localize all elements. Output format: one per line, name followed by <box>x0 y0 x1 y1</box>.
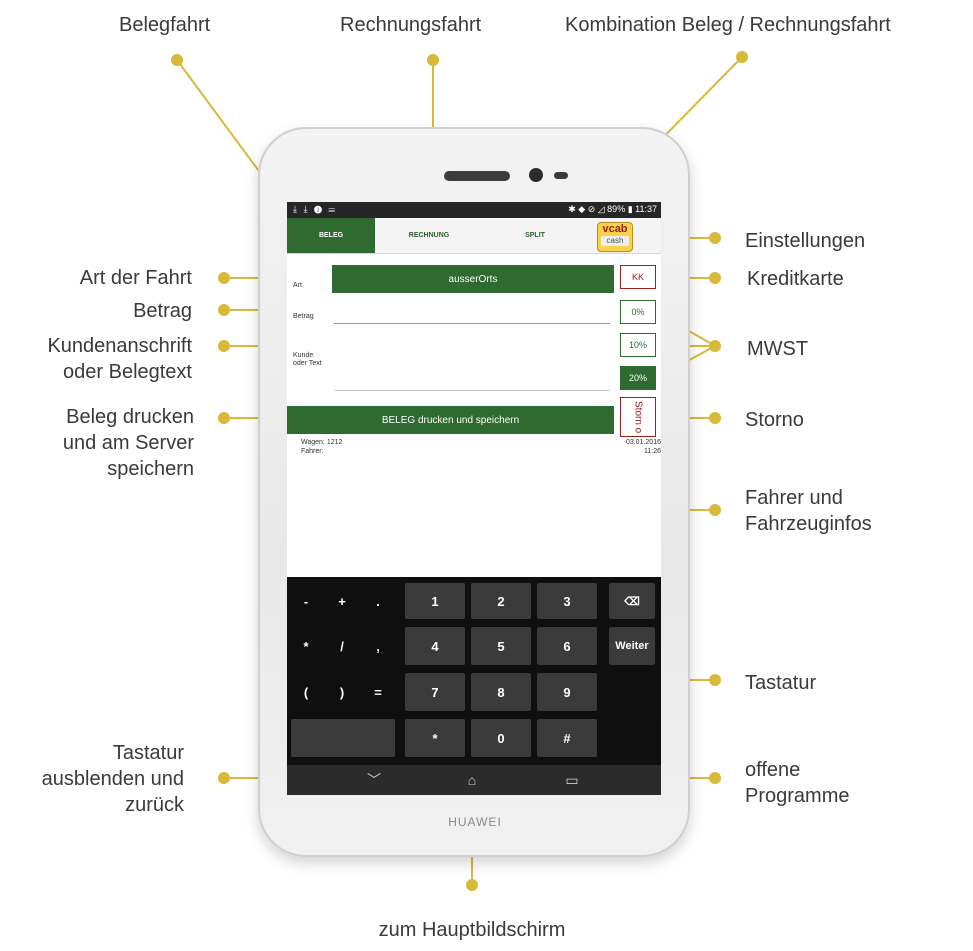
back-chevron-icon[interactable]: ﹀ <box>367 772 381 788</box>
speaker-grille <box>444 171 510 181</box>
callout-belegfahrt: Belegfahrt <box>119 14 211 36</box>
wagen-value: 1212 <box>326 439 343 446</box>
info-datetime: 03.01.2016 11:26 <box>626 438 661 456</box>
mwst-10-button[interactable]: 10% <box>620 333 656 357</box>
light-sensor <box>554 172 568 179</box>
info-labels: Wagen: 1212 Fahrer: <box>301 438 342 456</box>
recent-apps-icon[interactable]: ▭ <box>565 771 579 788</box>
callout-mwst: MWST <box>747 338 809 360</box>
info-date: 03.01.2016 <box>625 439 661 446</box>
callout-kreditkarte: Kreditkarte <box>747 268 844 290</box>
callout-art-der-fahrt: Art der Fahrt <box>79 267 192 289</box>
status-icons-right: ✱ ◆ ⊘ ◿ 89% ▮ 11:37 <box>568 204 657 214</box>
callout-betrag: Betrag <box>133 300 192 322</box>
callout-tastatur: Tastatur <box>745 672 817 694</box>
key-3[interactable]: 3 <box>537 583 597 619</box>
home-icon[interactable]: ⌂ <box>467 772 477 788</box>
callout-tastatur-ausblenden: Tastatur ausblenden und zurück <box>41 742 184 816</box>
tab-beleg[interactable]: BELEG <box>287 218 375 253</box>
key-slash[interactable]: / <box>340 638 344 654</box>
key-9[interactable]: 9 <box>537 673 597 711</box>
key-5[interactable]: 5 <box>471 627 531 665</box>
numeric-keyboard: - + . 1 2 3 ⌫ * / , 4 5 6 Weiter ( ) = 7… <box>287 577 661 765</box>
key-7[interactable]: 7 <box>405 673 465 711</box>
fahrer-label: Fahrer: <box>301 448 324 455</box>
callout-offene-programme: offene Programme <box>745 759 850 807</box>
key-6[interactable]: 6 <box>537 627 597 665</box>
key-dot[interactable]: . <box>376 593 380 609</box>
mwst-0-button[interactable]: 0% <box>620 300 656 324</box>
key-paren-close[interactable]: ) <box>339 684 345 700</box>
callout-storno: Storno <box>745 409 804 431</box>
callout-fahrer-infos: Fahrer und Fahrzeuginfos <box>745 487 872 535</box>
callout-einstellungen: Einstellungen <box>745 230 866 252</box>
key-minus[interactable]: - <box>303 593 309 609</box>
key-comma[interactable]: , <box>376 638 380 654</box>
status-icons-left: ⤓ ⤓ ❶ ☰ <box>293 204 338 214</box>
kunde-textarea[interactable] <box>334 334 610 391</box>
key-paren-open[interactable]: ( <box>303 684 309 700</box>
art-label: Art <box>293 282 302 289</box>
betrag-label: Betrag <box>293 313 314 320</box>
storno-button[interactable]: Storn o <box>620 397 656 437</box>
beleg-drucken-button[interactable]: BELEG drucken und speichern <box>287 406 614 434</box>
callout-hauptbildschirm: zum Hauptbildschirm <box>378 919 566 941</box>
callout-kundenanschrift: Kundenanschrift oder Belegtext <box>47 335 192 383</box>
tab-bar: BELEG RECHNUNG SPLIT vcab cash <box>287 218 661 254</box>
key-space[interactable] <box>291 719 395 757</box>
key-1[interactable]: 1 <box>405 583 465 619</box>
tablet-screen: ⤓ ⤓ ❶ ☰ ✱ ◆ ⊘ ◿ 89% ▮ 11:37 BELEG RECHNU… <box>287 202 661 795</box>
mwst-20-button[interactable]: 20% <box>620 366 656 390</box>
key-hash[interactable]: # <box>537 719 597 757</box>
key-2[interactable]: 2 <box>471 583 531 619</box>
key-weiter[interactable]: Weiter <box>609 627 655 665</box>
tab-split[interactable]: SPLIT <box>525 232 545 239</box>
device-brand: HUAWEI <box>448 815 502 829</box>
status-bar: ⤓ ⤓ ❶ ☰ ✱ ◆ ⊘ ◿ 89% ▮ 11:37 <box>287 202 661 218</box>
kreditkarte-button[interactable]: KK <box>620 265 656 289</box>
callout-kombination: Kombination Beleg / Rechnungsfahrt <box>565 14 891 36</box>
navigation-bar: ﹀ ⌂ ▭ <box>287 765 661 795</box>
wagen-label: Wagen: <box>301 439 325 446</box>
tab-rechnung[interactable]: RECHNUNG <box>408 232 450 239</box>
key-4[interactable]: 4 <box>405 627 465 665</box>
key-backspace-icon[interactable]: ⌫ <box>609 583 655 619</box>
key-star[interactable]: * <box>405 719 465 757</box>
callout-beleg-drucken: Beleg drucken und am Server speichern <box>62 406 194 480</box>
settings-button[interactable]: vcab cash <box>597 222 633 252</box>
art-der-fahrt-select[interactable]: ausserOrts <box>332 265 614 293</box>
key-0[interactable]: 0 <box>471 719 531 757</box>
front-camera <box>529 168 543 182</box>
vcab-logo-subtext: cash <box>601 236 629 246</box>
key-equals[interactable]: = <box>374 684 382 700</box>
key-plus[interactable]: + <box>338 593 346 609</box>
kunde-label: Kunde oder Text <box>293 352 322 367</box>
betrag-input[interactable] <box>334 305 610 324</box>
callout-rechnungsfahrt: Rechnungsfahrt <box>340 14 482 36</box>
vcab-logo-text: vcab <box>602 223 628 235</box>
key-asterisk[interactable]: * <box>303 638 309 654</box>
info-time: 11:26 <box>644 448 661 455</box>
key-8[interactable]: 8 <box>471 673 531 711</box>
